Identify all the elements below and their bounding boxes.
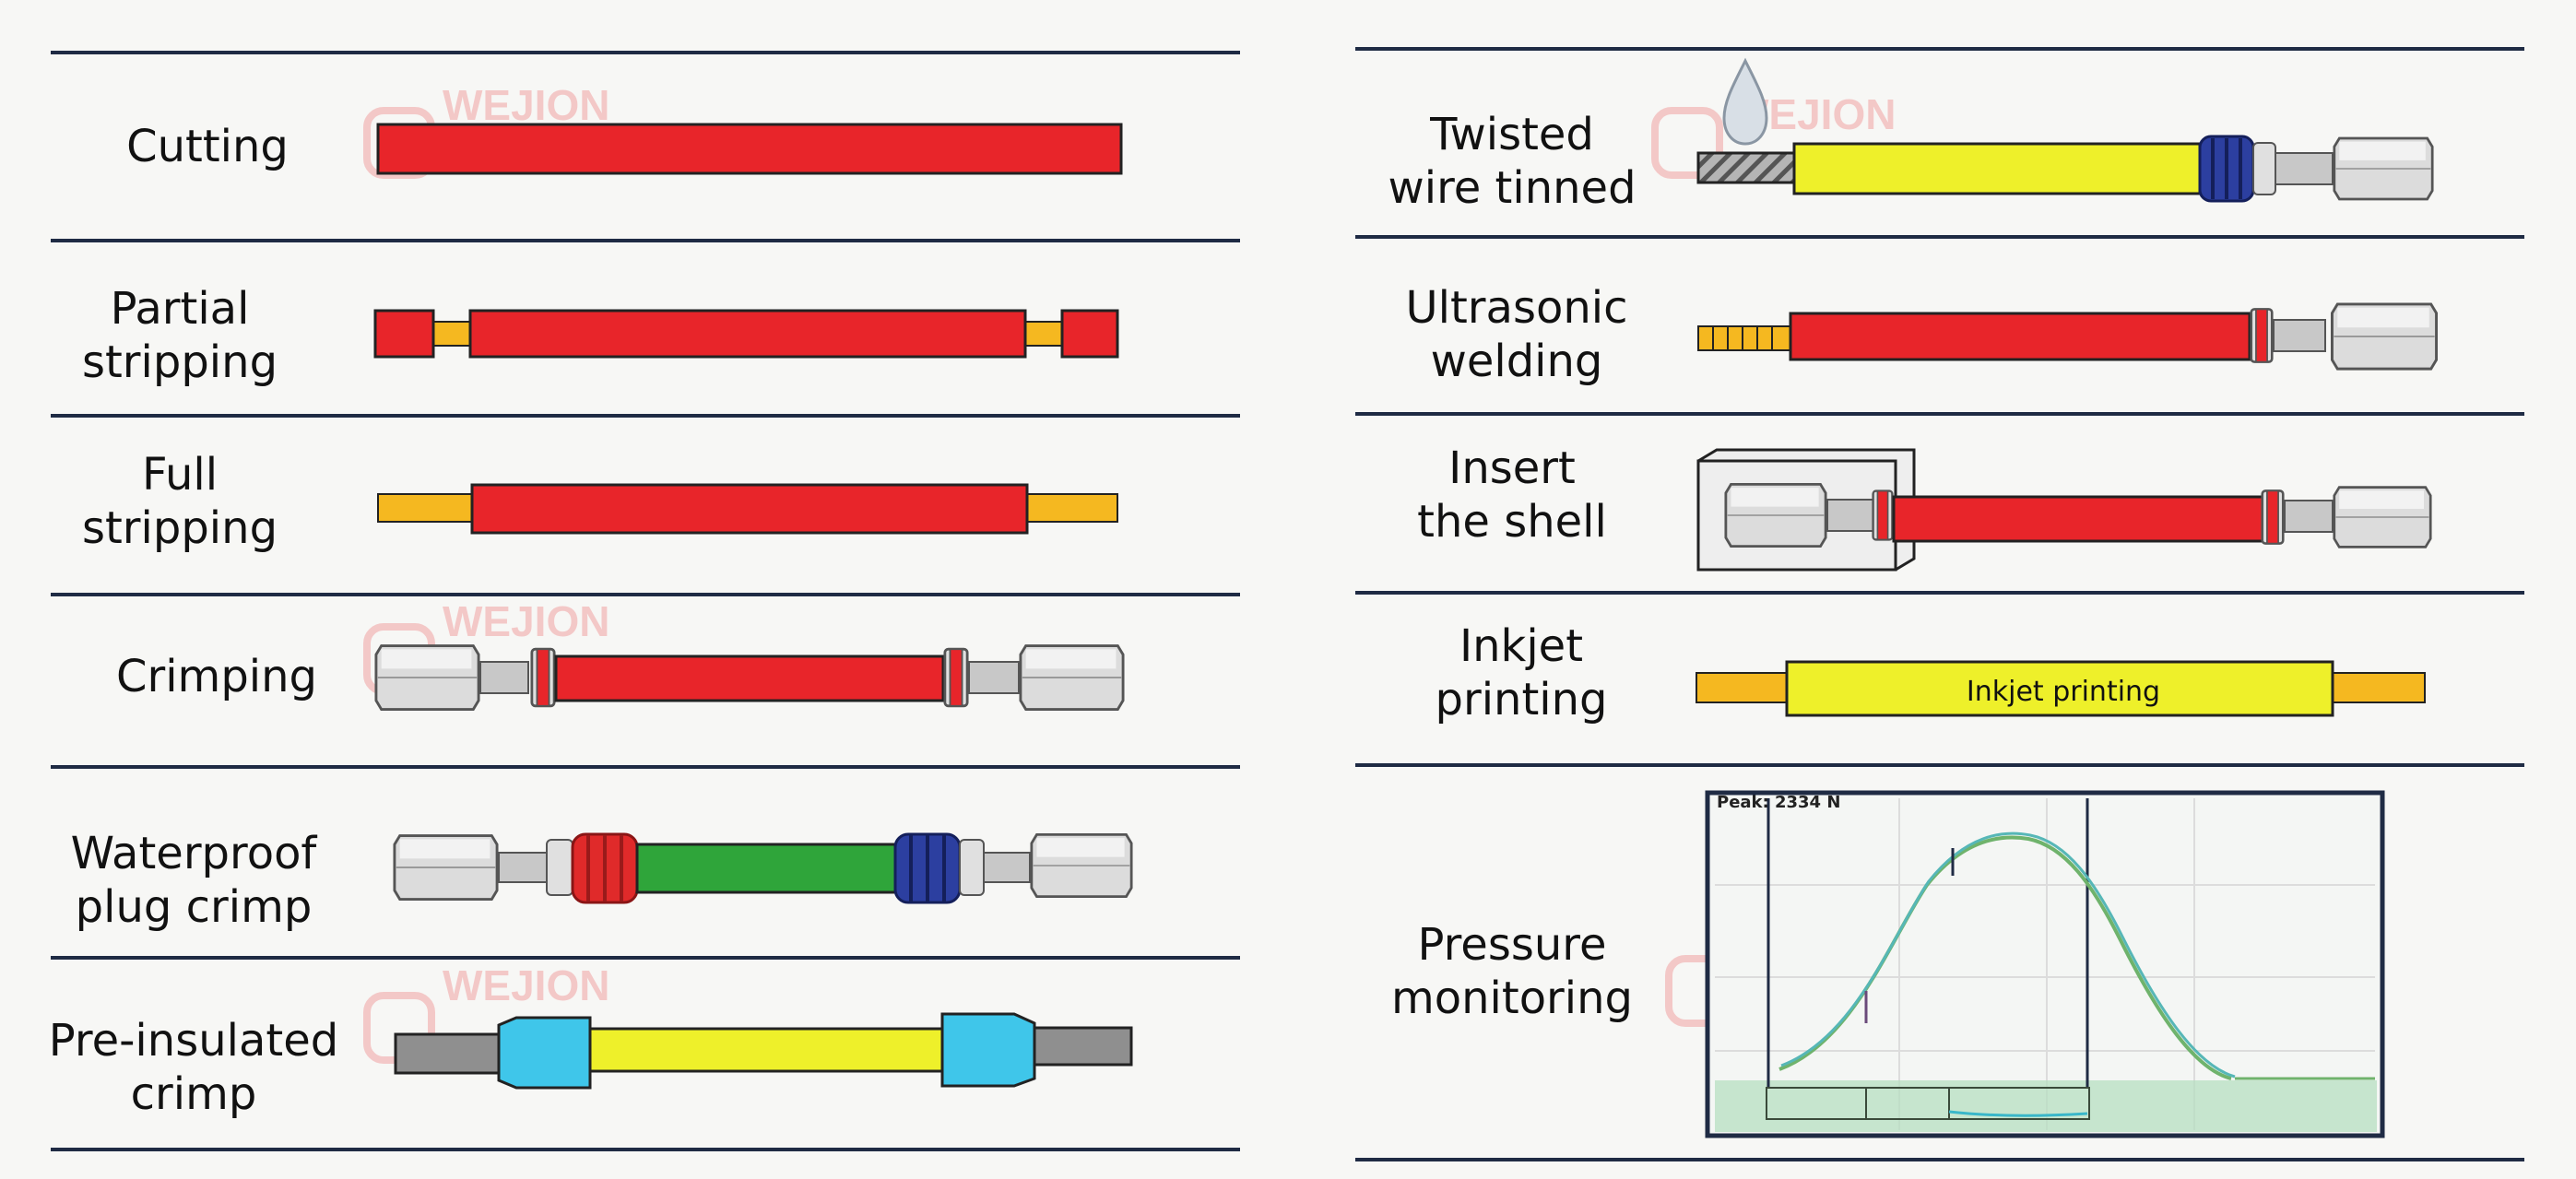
watermark-logo-2: WEJION <box>363 597 609 695</box>
insert-the-shell-wire <box>1696 448 2432 572</box>
ultrasonic-welding-wire <box>1697 302 2439 371</box>
inkjet-printing-wire <box>1696 660 2426 717</box>
divider-right-1 <box>1355 47 2524 51</box>
full-stripping-wire <box>377 483 1118 535</box>
divider-left-7 <box>51 1148 1240 1151</box>
divider-left-3 <box>51 414 1240 418</box>
waterproof-plug-crimp-wire <box>393 832 1133 904</box>
label-cutting: Cutting <box>126 121 289 172</box>
pre-insulated-crimp-wire <box>394 1012 1133 1090</box>
partial-stripping-wire <box>373 309 1119 359</box>
crimping-wire <box>374 644 1125 711</box>
divider-left-2 <box>51 239 1240 242</box>
svg-text:WEJION: WEJION <box>443 597 609 645</box>
divider-right-5 <box>1355 763 2524 767</box>
divider-right-3 <box>1355 412 2524 416</box>
pressure-monitor-screen <box>1705 790 2385 1138</box>
divider-right-6 <box>1355 1158 2524 1161</box>
divider-right-4 <box>1355 591 2524 595</box>
label-crimping: Crimping <box>115 651 318 702</box>
divider-left-6 <box>51 956 1240 960</box>
watermark-logo-3: WEJION <box>363 961 609 1064</box>
divider-left-1 <box>51 51 1240 54</box>
cutting-wire <box>376 123 1123 175</box>
twisted-wire-tinned-wire <box>1696 57 2434 203</box>
pressure-peak-readout: Peak: 2334 N <box>1717 793 1840 812</box>
solder-drop-icon <box>1722 57 1768 146</box>
svg-text:WEJION: WEJION <box>443 961 609 1009</box>
divider-left-4 <box>51 593 1240 596</box>
divider-right-2 <box>1355 235 2524 239</box>
inkjet-wire-text: Inkjet printing <box>1967 676 2160 708</box>
divider-left-5 <box>51 765 1240 769</box>
svg-text:WEJION: WEJION <box>443 81 609 129</box>
